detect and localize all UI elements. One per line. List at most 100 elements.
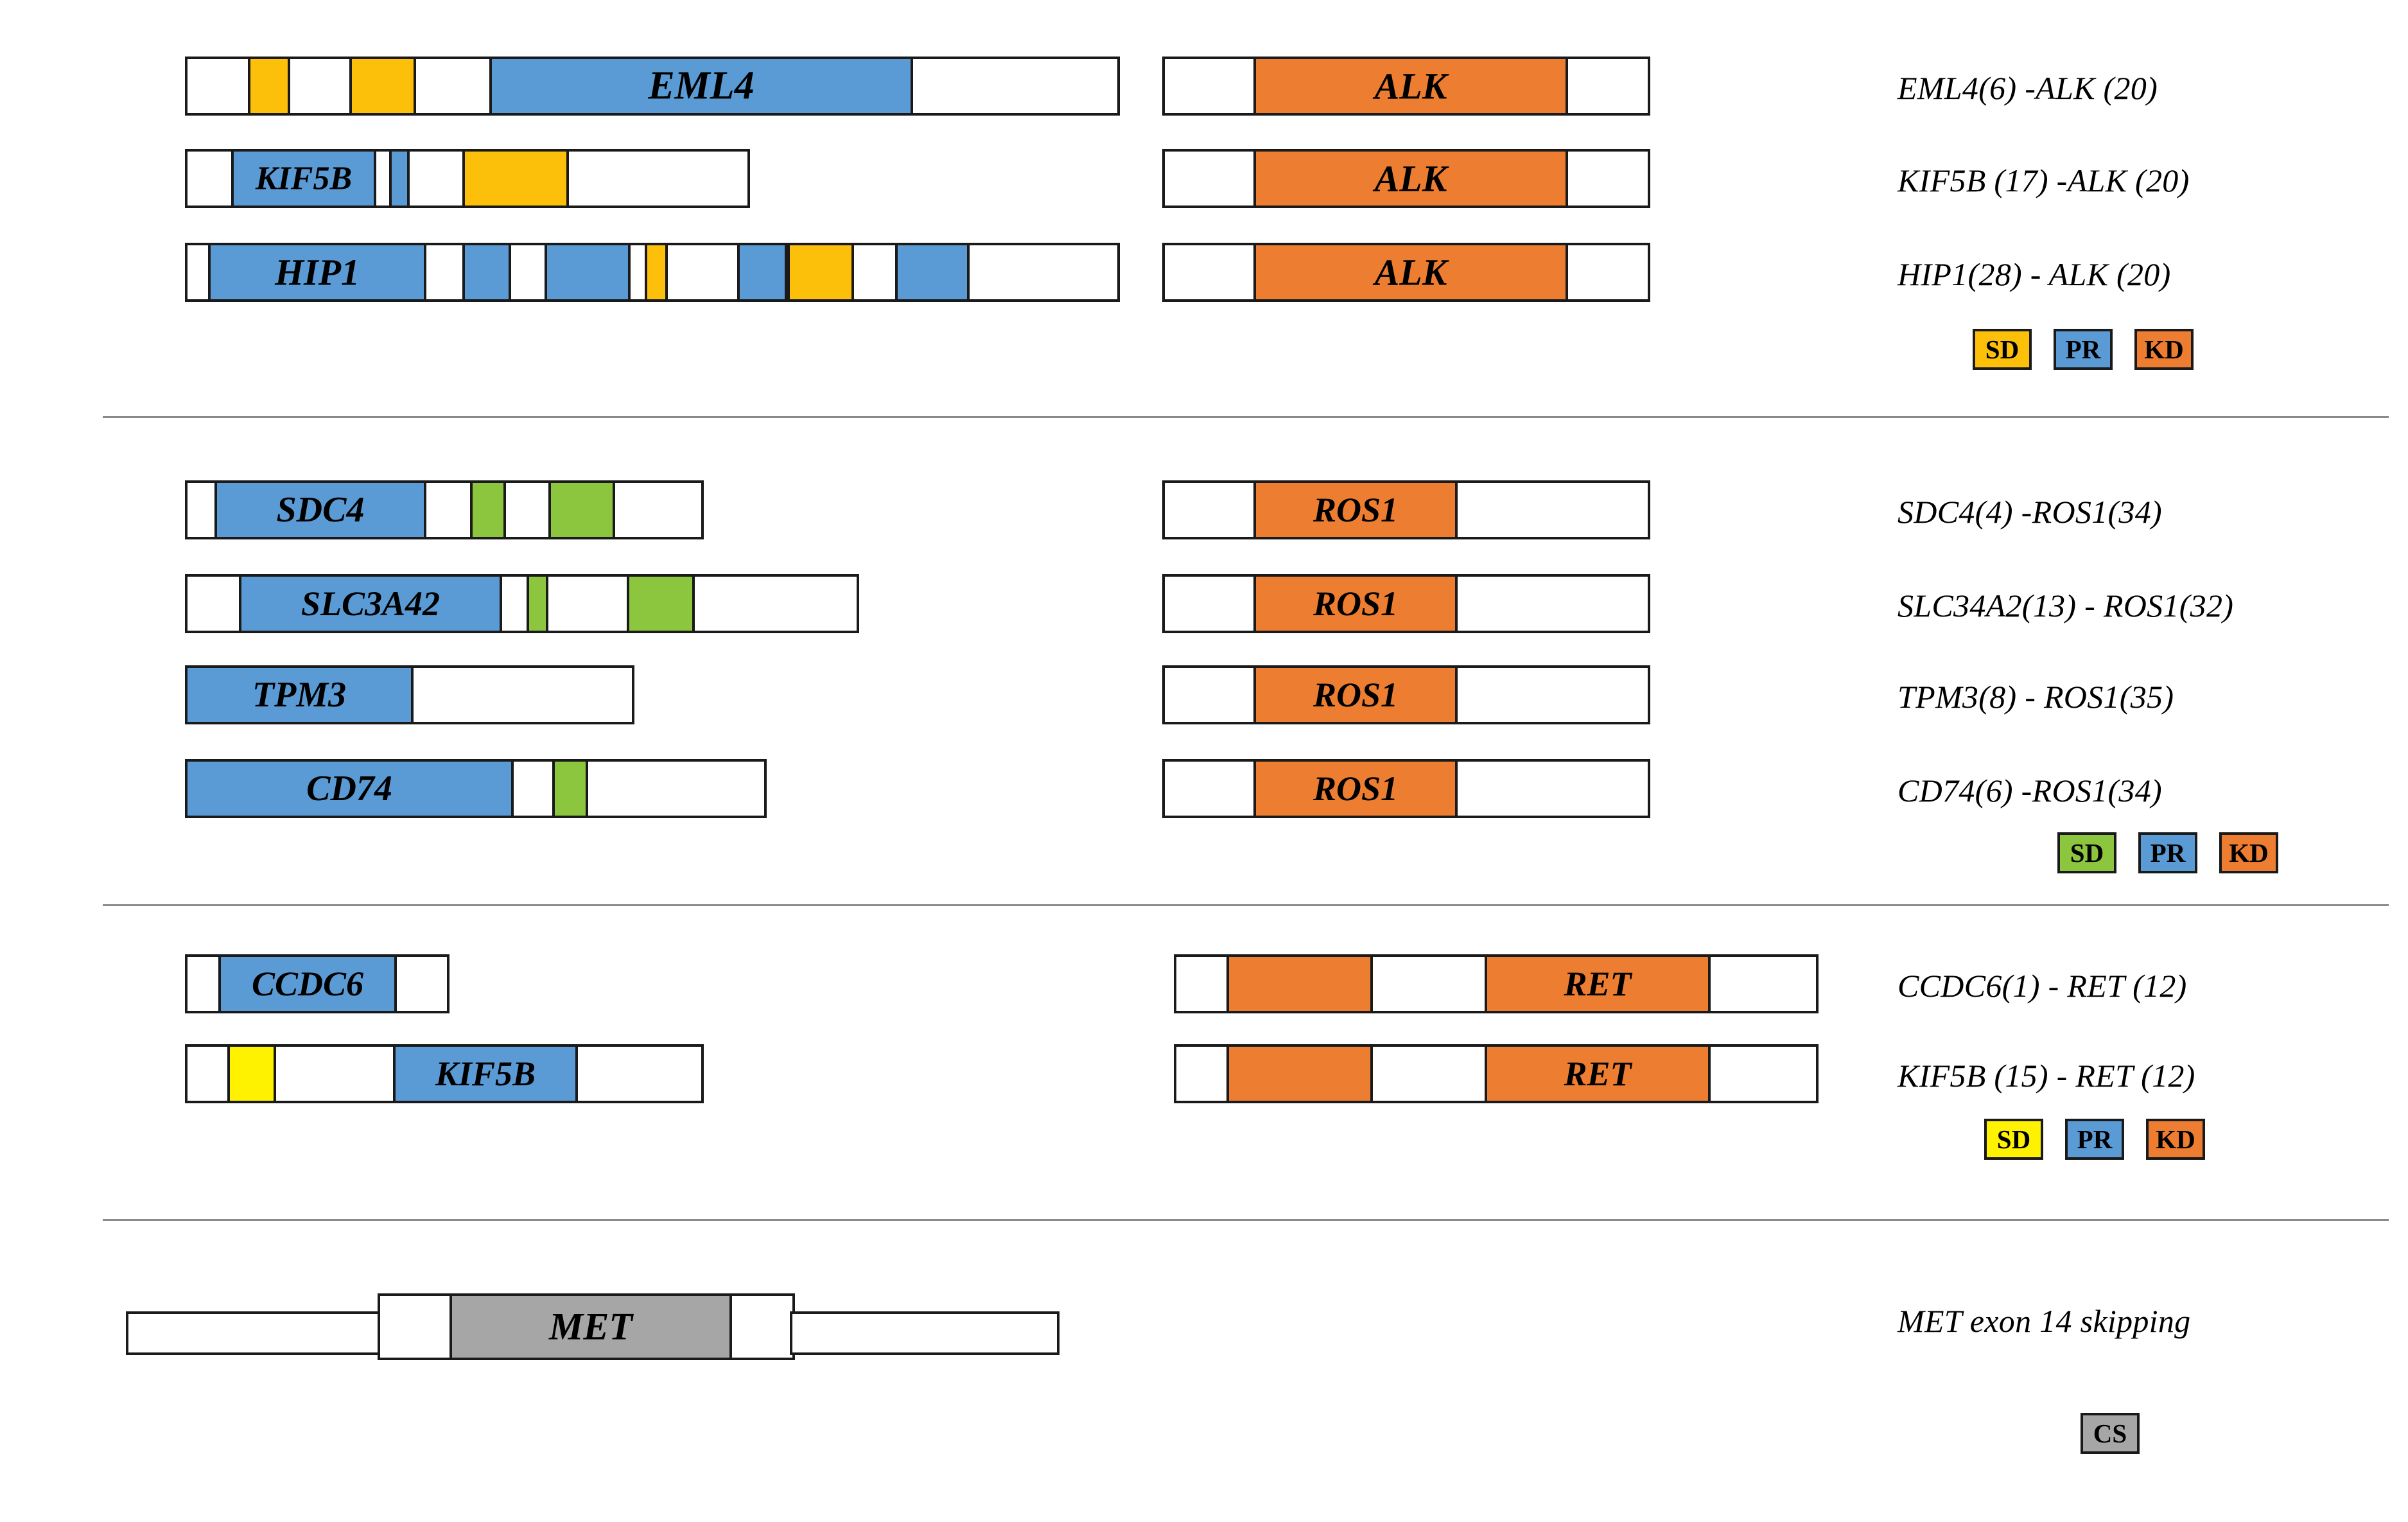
legend-met: CS <box>2081 1413 2140 1454</box>
gene-label: ROS1 <box>1313 491 1399 529</box>
legend-chip-pr: PR <box>2138 832 2197 873</box>
segment-sd <box>552 759 588 818</box>
segment-kd-ros1: ROS1 <box>1253 574 1458 633</box>
segment-kd-alk: ALK <box>1253 149 1568 208</box>
segment-kd-alk: ALK <box>1253 243 1568 302</box>
gene-bar-ros1-4: ROS1 <box>1162 759 1650 818</box>
segment-sd <box>645 243 668 302</box>
gene-bar-ros1-2: ROS1 <box>1162 574 1650 633</box>
gene-label: ROS1 <box>1313 584 1399 623</box>
segment-pr-kif5b: KIF5B <box>393 1044 578 1103</box>
segment-kd-ret: RET <box>1485 1044 1711 1103</box>
gene-label: MET <box>548 1305 633 1348</box>
gene-label: EML4 <box>648 64 755 108</box>
legend-chip-label: KD <box>2156 1124 2195 1154</box>
gene-label: CD74 <box>306 769 392 809</box>
legend-alk: SD PR KD <box>1973 329 2194 370</box>
segment-sd <box>527 574 548 633</box>
legend-chip-label: SD <box>1996 1124 2031 1154</box>
gene-label: RET <box>1564 965 1632 1003</box>
gene-bar-cd74: CD74 <box>185 759 767 818</box>
gene-bar-ret-1: RET <box>1174 954 1819 1013</box>
gene-label: ALK <box>1374 65 1447 107</box>
legend-chip-label: PR <box>2077 1124 2113 1154</box>
segment-pr-cd74: CD74 <box>185 759 514 818</box>
segment-kd-ros1: ROS1 <box>1253 665 1458 724</box>
segment-pr-ccdc6: CCDC6 <box>218 954 397 1013</box>
gene-bar-ros1-3: ROS1 <box>1162 665 1650 724</box>
gene-bar-hip1: HIP1 <box>185 243 1120 302</box>
segment-pr <box>895 243 970 302</box>
gene-bar-tpm3: TPM3 <box>185 665 634 724</box>
segment-pr-slc34a2: SLC3A42 <box>239 574 502 633</box>
gene-label: ALK <box>1374 251 1447 293</box>
gene-bar-met-right <box>790 1311 1060 1355</box>
fusion-caption-met: MET exon 14 skipping <box>1898 1303 2191 1339</box>
gene-bar-slc34a2: SLC3A42 <box>185 574 859 633</box>
segment-sd <box>787 243 854 302</box>
gene-label: RET <box>1564 1054 1632 1093</box>
legend-chip-label: SD <box>2070 837 2104 868</box>
panel-separator-2 <box>103 904 2389 906</box>
segment-pr <box>737 243 787 302</box>
fusion-caption-ccdc6-ret: CCDC6(1) - RET (12) <box>1898 968 2187 1004</box>
segment-pr <box>462 243 511 302</box>
gene-label: SDC4 <box>276 490 365 530</box>
segment-pr-sdc4: SDC4 <box>214 480 426 539</box>
legend-chip-label: KD <box>2229 837 2269 868</box>
legend-chip-sd: SD <box>2057 832 2116 873</box>
segment-kd-ret-left <box>1226 954 1373 1013</box>
gene-bar-kif5b-ret: KIF5B <box>185 1044 704 1103</box>
segment-kd-ret: RET <box>1485 954 1711 1013</box>
segment-kd-ret-left <box>1226 1044 1373 1103</box>
segment-kd-alk: ALK <box>1253 57 1568 116</box>
gene-label: HIP1 <box>274 251 360 293</box>
legend-chip-label: KD <box>2144 334 2184 364</box>
segment-sd <box>349 57 416 116</box>
legend-chip-label: PR <box>2150 837 2186 868</box>
legend-chip-label: CS <box>2093 1418 2127 1448</box>
fusion-caption-kif5b-alk: KIF5B (17) -ALK (20) <box>1898 162 2190 198</box>
segment-pr-hip1: HIP1 <box>208 243 426 302</box>
segment-sd <box>627 574 695 633</box>
panel-separator-3 <box>103 1219 2389 1221</box>
gene-bar-ros1-1: ROS1 <box>1162 480 1650 539</box>
gene-label: CCDC6 <box>251 965 364 1003</box>
segment-pr-eml4: EML4 <box>489 57 913 116</box>
gene-bar-sdc4: SDC4 <box>185 480 704 539</box>
legend-chip-label: SD <box>1985 334 2020 364</box>
gene-bar-alk-1: ALK <box>1162 57 1650 116</box>
legend-chip-label: PR <box>2065 334 2101 364</box>
legend-chip-kd: KD <box>2219 832 2278 873</box>
gene-label: KIF5B <box>255 160 353 197</box>
gene-bar-alk-3: ALK <box>1162 243 1650 302</box>
legend-chip-sd: SD <box>1984 1119 2043 1160</box>
legend-chip-sd: SD <box>1973 329 2032 370</box>
gene-bar-kif5b-alk: KIF5B <box>185 149 750 208</box>
gene-label: TPM3 <box>252 675 347 715</box>
fusion-caption-kif5b-ret: KIF5B (15) - RET (12) <box>1898 1058 2195 1094</box>
segment-pr-tpm3: TPM3 <box>185 665 414 724</box>
legend-chip-kd: KD <box>2146 1119 2205 1160</box>
segment-kd-ros1: ROS1 <box>1253 480 1458 539</box>
segment-sd <box>462 149 569 208</box>
gene-bar-met-center: MET <box>378 1293 795 1360</box>
segment-pr <box>545 243 631 302</box>
gene-label: ROS1 <box>1313 769 1399 808</box>
segment-pr-small <box>389 149 410 208</box>
fusion-caption-tpm3-ros1: TPM3(8) - ROS1(35) <box>1898 679 2174 715</box>
gene-bar-ccdc6: CCDC6 <box>185 954 449 1013</box>
segment-pr-kif5b: KIF5B <box>231 149 376 208</box>
legend-chip-cs: CS <box>2081 1413 2140 1454</box>
panel-separator-1 <box>103 416 2389 418</box>
fusion-caption-hip1-alk: HIP1(28) - ALK (20) <box>1898 256 2171 292</box>
gene-bar-eml4: EML4 <box>185 57 1120 116</box>
segment-sd <box>227 1044 276 1103</box>
fusion-caption-sdc4-ros1: SDC4(4) -ROS1(34) <box>1898 494 2162 530</box>
gene-label: ALK <box>1374 157 1447 200</box>
fusion-caption-cd74-ros1: CD74(6) -ROS1(34) <box>1898 773 2162 809</box>
legend-chip-pr: PR <box>2054 329 2113 370</box>
gene-label: KIF5B <box>435 1054 536 1093</box>
legend-ros1: SD PR KD <box>2057 832 2278 873</box>
gene-label: ROS1 <box>1313 676 1399 714</box>
